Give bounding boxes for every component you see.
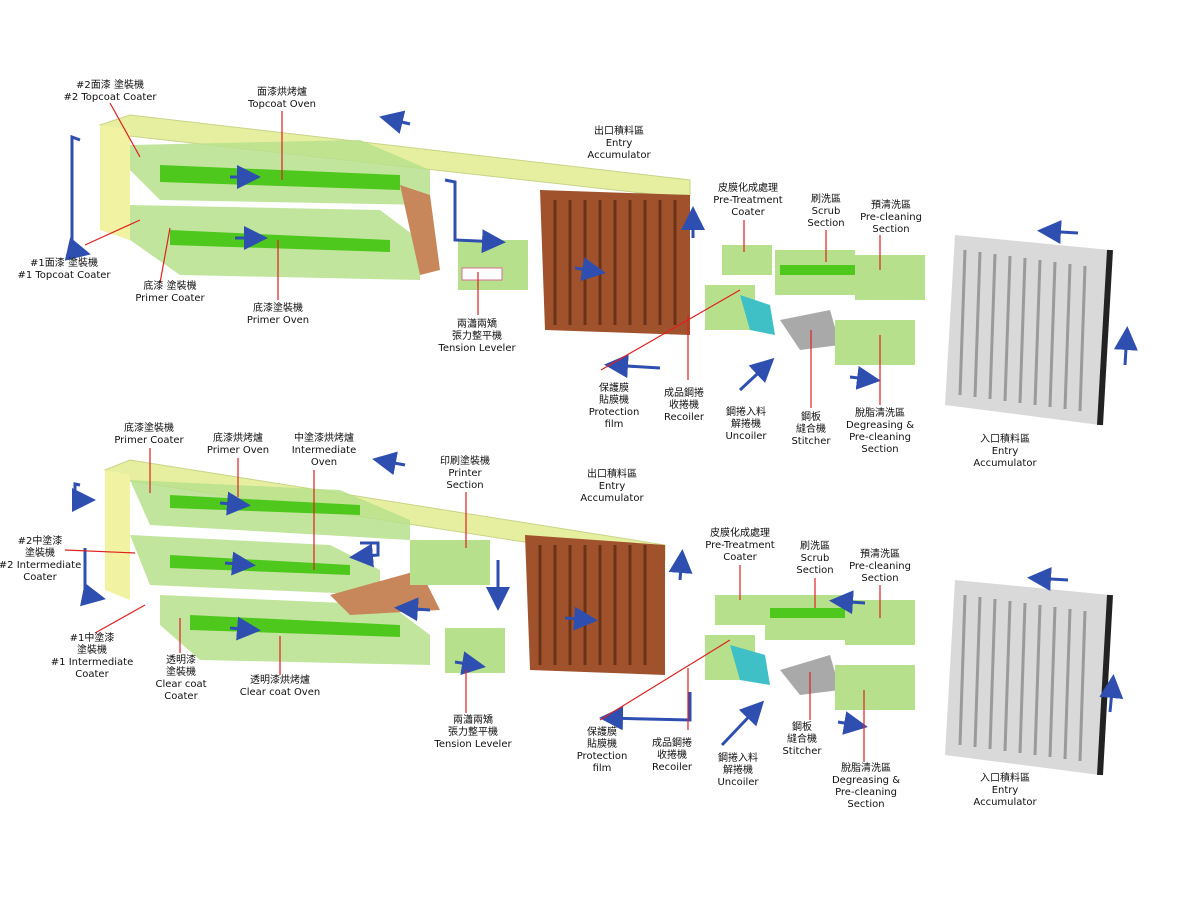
top-protection-film-roll	[740, 295, 775, 335]
top-entry-accumulator-rolls	[958, 249, 1087, 412]
top-primer-oven-core	[170, 230, 390, 252]
top-left-housing	[100, 125, 130, 240]
top-tension-leveler-rolls	[461, 267, 503, 281]
top-precleaning-section	[855, 255, 925, 300]
bottom-exit-accumulator-rolls	[538, 545, 647, 665]
bottom-entry-accumulator-rolls	[958, 594, 1087, 762]
bottom-degreasing-section	[835, 665, 915, 710]
bottom-protection-film-roll	[730, 645, 770, 685]
top-label-topcoat-coater-2: #2面漆 塗裝機#2 Topcoat Coater	[63, 80, 157, 103]
bottom-flow-arrows	[72, 451, 1124, 747]
top-scrub-core	[780, 265, 920, 275]
bottom-primer-oven-core	[170, 495, 360, 515]
top-exit-accumulator-rolls	[553, 200, 677, 325]
top-label-topcoat-coater-1: #1面漆 塗裝機#1 Topcoat Coater	[17, 258, 111, 281]
leader-lines	[64, 102, 881, 762]
top-copper-strip	[400, 185, 440, 275]
top-tension-leveler	[458, 240, 528, 290]
bottom-production-line	[72, 451, 1124, 776]
bottom-printer-section	[410, 540, 490, 585]
top-production-line	[64, 110, 1138, 426]
bottom-entry-accumulator	[945, 580, 1110, 775]
top-entry-accumulator-frame	[1097, 249, 1113, 426]
bottom-left-housing	[105, 470, 130, 600]
bottom-intermediate-oven-core	[170, 555, 350, 575]
top-entry-accumulator	[945, 235, 1110, 425]
top-degreasing-section	[835, 320, 915, 365]
top-stitcher	[780, 310, 840, 350]
top-pretreatment-coater	[722, 245, 772, 275]
top-topcoat-oven-core	[160, 165, 400, 190]
top-flow-arrows	[64, 110, 1138, 392]
